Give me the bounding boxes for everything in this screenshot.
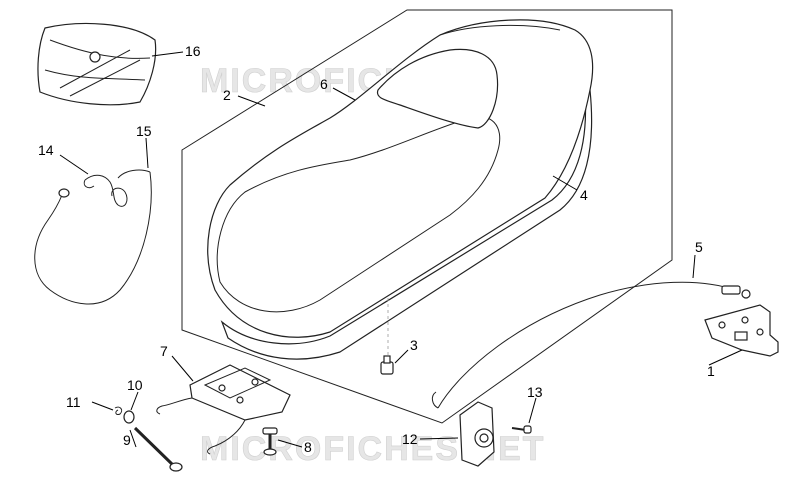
hinge-screw bbox=[262, 427, 278, 456]
seat-lock bbox=[459, 401, 495, 467]
washer bbox=[123, 410, 135, 424]
seat-hinge-bracket bbox=[156, 364, 291, 455]
callout-8: 8 bbox=[304, 439, 312, 455]
callout-16: 16 bbox=[185, 43, 201, 59]
lock-screw bbox=[511, 425, 532, 434]
callout-6: 6 bbox=[320, 76, 328, 92]
callout-15: 15 bbox=[136, 123, 152, 139]
seat-assembly bbox=[207, 19, 594, 360]
leader-lines bbox=[59, 51, 743, 448]
seat-passenger-cushion bbox=[376, 48, 499, 129]
callout-4: 4 bbox=[580, 187, 588, 203]
seat-edge-line bbox=[439, 24, 561, 36]
callout-5: 5 bbox=[695, 239, 703, 255]
callout-3: 3 bbox=[410, 337, 418, 353]
callout-14: 14 bbox=[38, 142, 54, 158]
assembly-outline bbox=[181, 9, 673, 424]
callout-12: 12 bbox=[402, 431, 418, 447]
hinge-pin bbox=[133, 426, 183, 472]
callout-labels: 1 2 3 4 5 6 7 8 9 10 11 12 13 14 15 16 bbox=[38, 43, 715, 455]
seat-screw bbox=[380, 298, 394, 375]
clip bbox=[114, 406, 123, 415]
helmet-cable bbox=[34, 169, 152, 305]
callout-2: 2 bbox=[223, 87, 231, 103]
callout-7: 7 bbox=[160, 343, 168, 359]
callout-10: 10 bbox=[127, 377, 143, 393]
callout-11: 11 bbox=[66, 394, 81, 410]
callout-13: 13 bbox=[527, 384, 543, 400]
callout-9: 9 bbox=[123, 432, 131, 448]
seat-lock-cable bbox=[431, 281, 751, 409]
seat-latch-bracket bbox=[704, 304, 779, 357]
seat-cover bbox=[37, 22, 157, 106]
callout-1: 1 bbox=[707, 363, 715, 379]
